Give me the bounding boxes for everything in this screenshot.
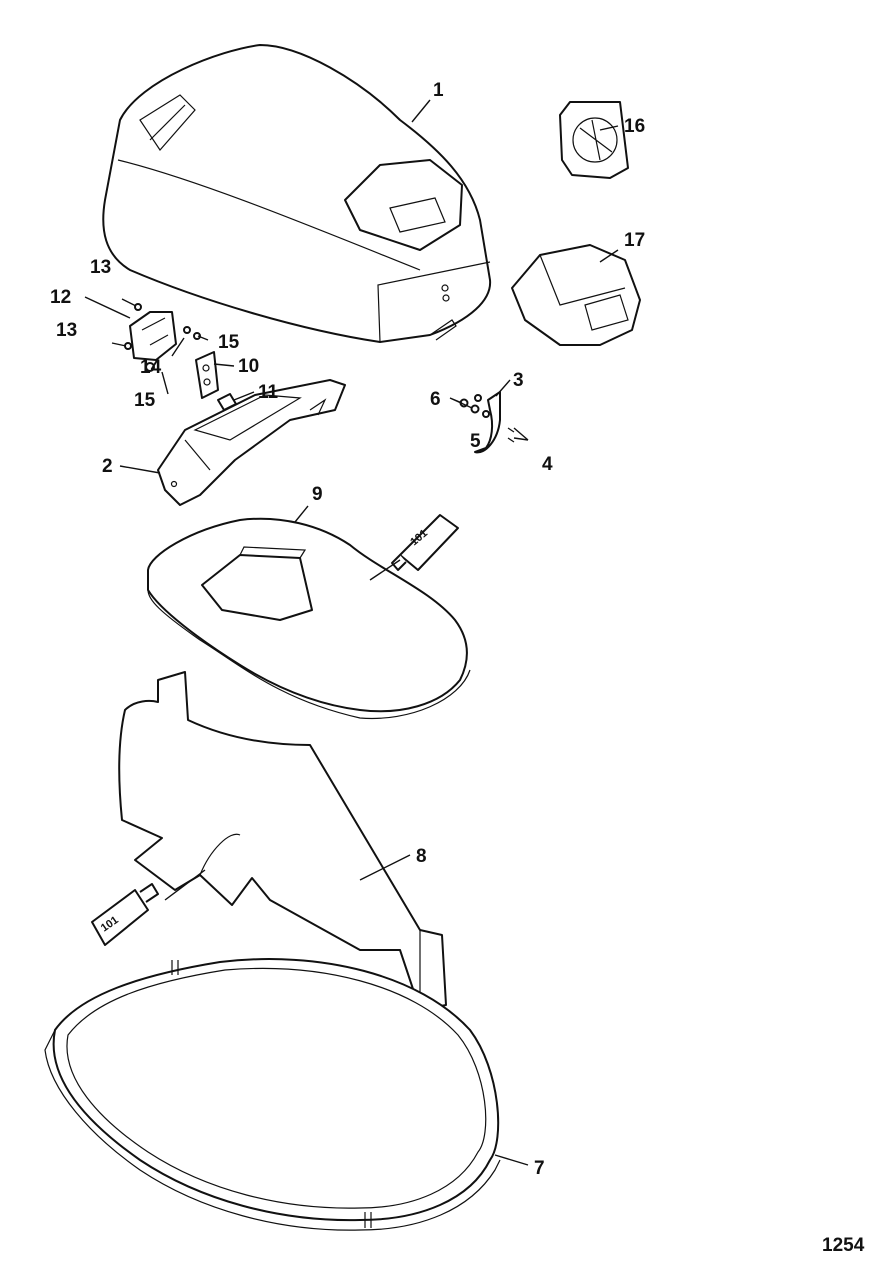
callout-14: 14 [140, 357, 162, 378]
callout-3: 3 [513, 370, 524, 391]
latch-assembly [111, 298, 201, 372]
callout-15-top: 15 [218, 332, 240, 353]
callout-12: 12 [50, 287, 71, 308]
callout-16: 16 [624, 116, 645, 137]
callout-9: 9 [312, 484, 323, 505]
leader-lines [84, 99, 619, 1166]
callout-6: 6 [430, 389, 441, 410]
seal-pad [147, 517, 471, 720]
callout-4: 4 [542, 454, 553, 475]
callout-13-top: 13 [90, 257, 111, 278]
lower-seal-ring [44, 958, 501, 1231]
callout-2: 2 [102, 456, 113, 477]
figure-number: 1254 [822, 1235, 865, 1256]
top-cowl [102, 44, 492, 343]
clip-assembly [459, 391, 515, 454]
callout-13-bottom: 13 [56, 320, 77, 341]
decal [559, 101, 629, 179]
callout-10: 10 [238, 356, 259, 377]
callout-8: 8 [416, 846, 427, 867]
callout-15-bottom: 15 [134, 390, 156, 411]
callout-17: 17 [624, 230, 645, 251]
callout-5: 5 [470, 431, 481, 452]
callout-1: 1 [433, 80, 444, 101]
support-bracket [157, 379, 346, 506]
callout-11: 11 [258, 382, 279, 403]
callout-7: 7 [534, 1158, 545, 1179]
hood-cover [511, 244, 641, 346]
callout-labels: 1 2 3 4 5 6 7 8 9 10 11 12 13 13 14 15 1… [50, 80, 645, 1179]
adhesive-tube-bottom [91, 883, 159, 946]
adhesive-tube-top [391, 514, 459, 571]
latch-plate [195, 351, 219, 399]
